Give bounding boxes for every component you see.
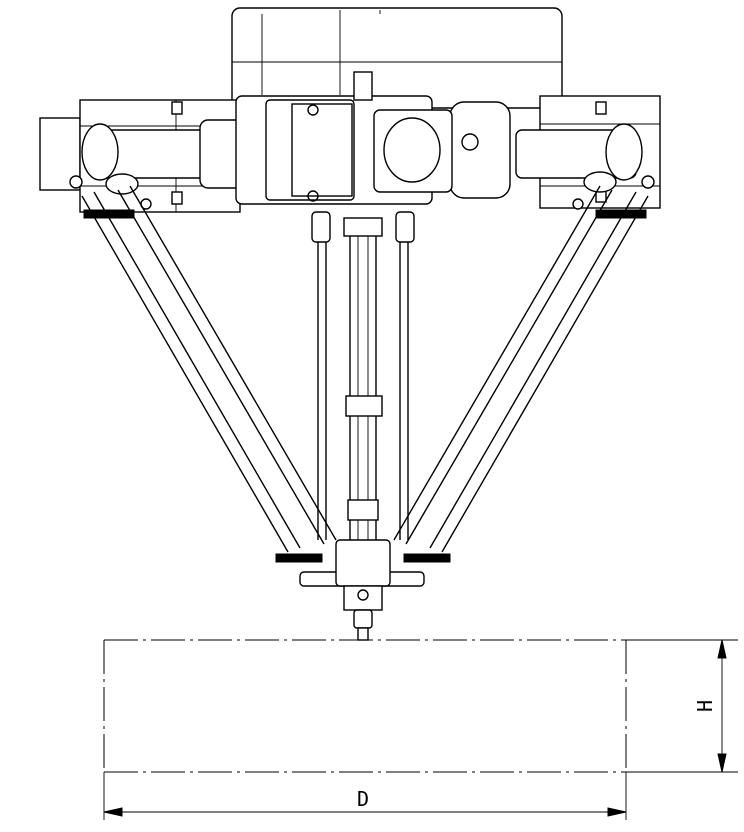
left-parallel-rods [81,185,337,553]
center-telescopic-shaft [311,211,415,540]
base-housing [231,7,563,109]
end-effector [275,539,451,641]
dimension-d-label: D [357,787,369,811]
dimension-d: D [103,772,627,820]
dimension-h: H [626,639,738,773]
right-parallel-rods [393,185,649,553]
left-upper-joint [69,173,152,219]
left-motor-assembly [39,99,245,213]
center-gearbox [235,71,453,205]
right-motor-assembly [449,95,661,209]
dimension-h-label: H [693,700,717,712]
workspace-envelope [103,639,627,773]
